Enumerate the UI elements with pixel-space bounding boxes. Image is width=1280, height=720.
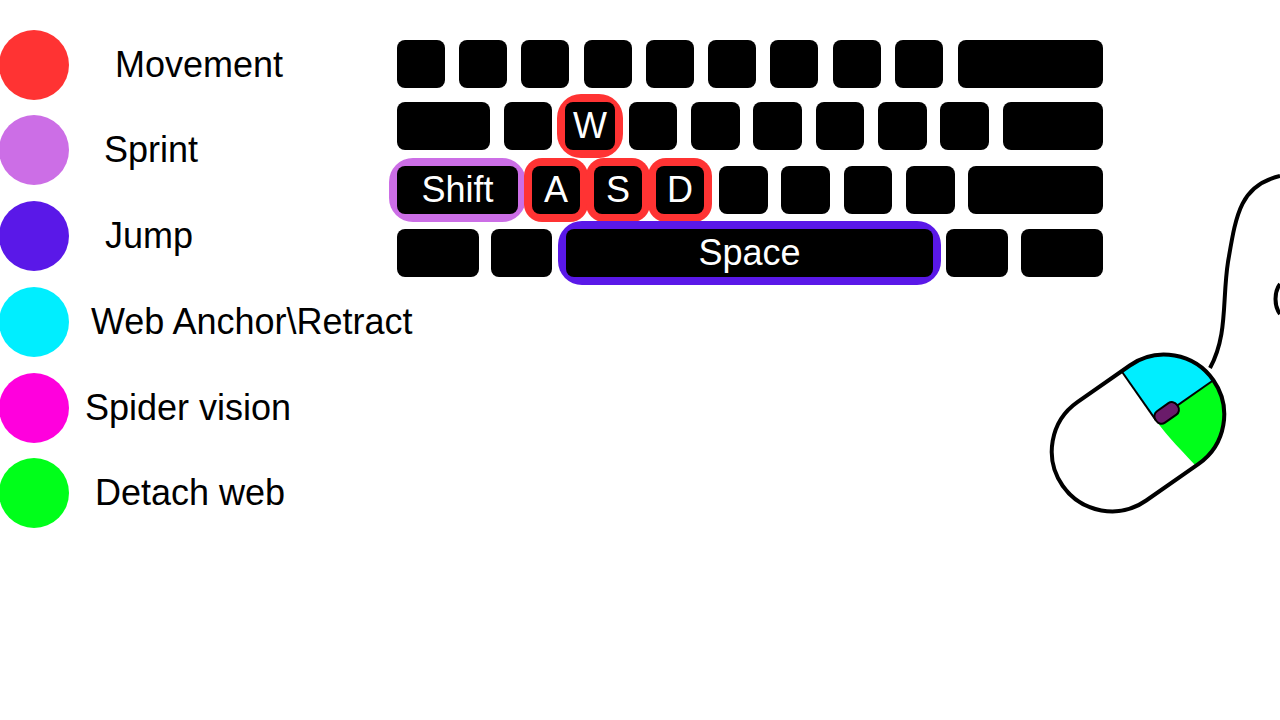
plain-key bbox=[958, 40, 1103, 88]
legend-label: Spider vision bbox=[85, 390, 291, 426]
mouse-cable bbox=[1210, 176, 1280, 368]
plain-key bbox=[940, 102, 989, 150]
plain-key bbox=[906, 166, 955, 214]
plain-key bbox=[946, 229, 1008, 277]
legend-swatch bbox=[0, 201, 69, 271]
plain-key bbox=[646, 40, 694, 88]
key-cap: A bbox=[532, 166, 580, 214]
button-seam bbox=[1122, 371, 1156, 420]
key-label: Shift bbox=[421, 172, 493, 208]
key-cap: Shift bbox=[397, 166, 518, 214]
plain-key bbox=[397, 40, 445, 88]
plain-key bbox=[459, 40, 507, 88]
plain-key bbox=[397, 229, 479, 277]
key-cap: W bbox=[565, 102, 615, 150]
plain-key bbox=[895, 40, 943, 88]
plain-key bbox=[816, 102, 864, 150]
plain-key bbox=[1021, 229, 1103, 277]
plain-key bbox=[504, 102, 552, 150]
mouse-cable-end bbox=[1276, 284, 1280, 314]
plain-key bbox=[844, 166, 892, 214]
mouse bbox=[1022, 313, 1268, 544]
plain-key bbox=[629, 102, 677, 150]
legend-swatch bbox=[0, 287, 69, 357]
legend-swatch bbox=[0, 373, 69, 443]
key-cap: Space bbox=[566, 229, 933, 277]
key-label: S bbox=[606, 172, 630, 208]
plain-key bbox=[770, 40, 818, 88]
legend-swatch bbox=[0, 30, 69, 100]
legend-label: Sprint bbox=[104, 132, 198, 168]
plain-key bbox=[691, 102, 740, 150]
legend-label: Web Anchor\Retract bbox=[91, 304, 413, 340]
key-label: A bbox=[544, 172, 568, 208]
plain-key bbox=[1003, 102, 1103, 150]
plain-key bbox=[584, 40, 632, 88]
plain-key bbox=[397, 102, 490, 150]
plain-key bbox=[781, 166, 830, 214]
legend-swatch bbox=[0, 458, 69, 528]
plain-key bbox=[521, 40, 569, 88]
key-cap: S bbox=[594, 166, 642, 214]
key-label: D bbox=[667, 172, 693, 208]
plain-key bbox=[833, 40, 881, 88]
key-label: W bbox=[573, 108, 607, 144]
plain-key bbox=[878, 102, 927, 150]
plain-key bbox=[719, 166, 768, 214]
key-cap: D bbox=[656, 166, 704, 214]
plain-key bbox=[968, 166, 1103, 214]
legend-label: Jump bbox=[105, 218, 193, 254]
legend-label: Movement bbox=[115, 47, 283, 83]
mouse-outline bbox=[1028, 331, 1248, 535]
legend-swatch bbox=[0, 115, 69, 185]
legend-label: Detach web bbox=[95, 475, 285, 511]
plain-key bbox=[491, 229, 552, 277]
key-label: Space bbox=[698, 235, 800, 271]
plain-key bbox=[753, 102, 802, 150]
scroll-wheel bbox=[1152, 400, 1181, 426]
plain-key bbox=[708, 40, 756, 88]
